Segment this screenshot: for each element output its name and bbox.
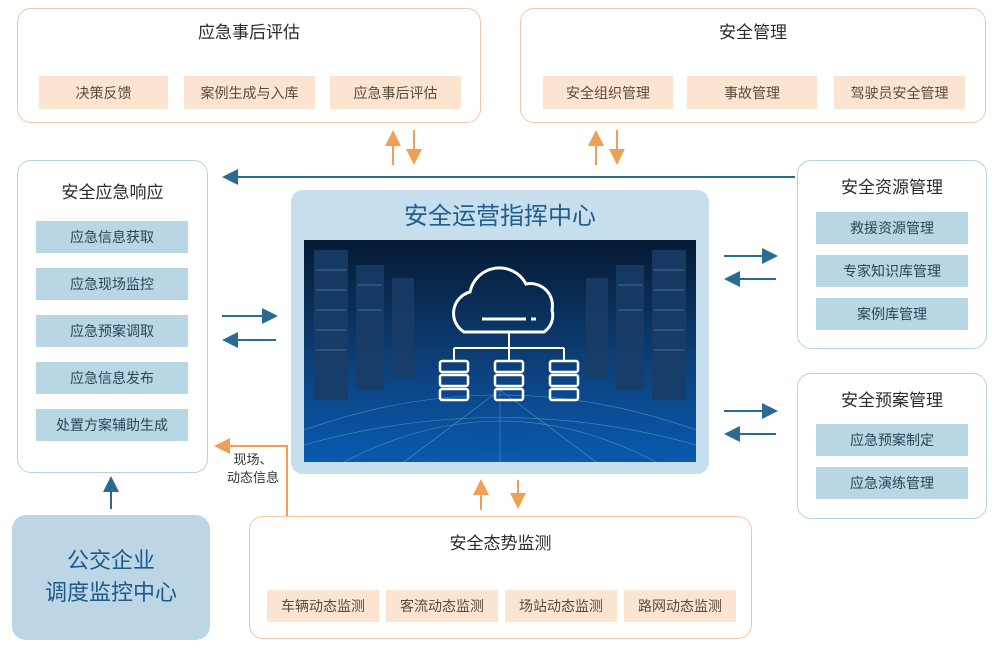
node-plan-formulation: 应急预案制定 bbox=[816, 424, 968, 456]
bus-dispatch-center: 公交企业 调度监控中心 bbox=[12, 515, 210, 640]
datacenter-cloud-image bbox=[304, 240, 696, 462]
node-info-acquisition: 应急信息获取 bbox=[36, 221, 188, 253]
panel-title: 安全资源管理 bbox=[841, 178, 943, 198]
center-title: 安全运营指挥中心 bbox=[404, 202, 596, 230]
flow-label-line2: 动态信息 bbox=[226, 471, 279, 486]
node-accident-management: 事故管理 bbox=[687, 76, 817, 109]
flow-label-line1: 现场、 bbox=[233, 453, 273, 468]
node-decision-feedback: 决策反馈 bbox=[39, 76, 168, 109]
database-icon bbox=[438, 359, 580, 402]
panel-safety-resources: 安全资源管理 救援资源管理 专家知识库管理 案例库管理 bbox=[797, 160, 987, 349]
node-info-release: 应急信息发布 bbox=[36, 362, 188, 394]
panel-title: 应急事后评估 bbox=[198, 23, 300, 43]
panel-title: 安全管理 bbox=[719, 23, 787, 43]
node-case-library: 案例库管理 bbox=[816, 298, 968, 330]
node-case-generation: 案例生成与入库 bbox=[184, 76, 315, 109]
node-site-monitoring: 应急现场监控 bbox=[36, 268, 188, 300]
bus-center-line1: 公交企业 bbox=[66, 548, 155, 574]
node-station-monitoring: 场站动态监测 bbox=[505, 590, 617, 622]
node-safety-org-management: 安全组织管理 bbox=[543, 76, 673, 109]
command-center-panel: 安全运营指挥中心 bbox=[291, 190, 709, 474]
bus-center-line2: 调度监控中心 bbox=[44, 580, 177, 606]
node-plan-retrieval: 应急预案调取 bbox=[36, 315, 188, 347]
node-road-network-monitoring: 路网动态监测 bbox=[624, 590, 736, 622]
node-passenger-monitoring: 客流动态监测 bbox=[386, 590, 498, 622]
panel-emergency-response: 安全应急响应 应急信息获取 应急现场监控 应急预案调取 应急信息发布 处置方案辅… bbox=[17, 160, 208, 473]
node-expert-knowledge-base: 专家知识库管理 bbox=[816, 255, 968, 287]
panel-safety-management: 安全管理 安全组织管理 事故管理 驾驶员安全管理 bbox=[520, 8, 986, 123]
panel-title: 安全预案管理 bbox=[841, 391, 943, 411]
panel-situation-monitoring: 安全态势监测 车辆动态监测 客流动态监测 场站动态监测 路网动态监测 bbox=[249, 516, 752, 639]
node-driver-safety-management: 驾驶员安全管理 bbox=[834, 76, 965, 109]
network-tree-icon bbox=[453, 332, 565, 360]
node-rescue-resources: 救援资源管理 bbox=[816, 212, 968, 244]
panel-post-emergency-evaluation: 应急事后评估 决策反馈 案例生成与入库 应急事后评估 bbox=[17, 8, 481, 123]
node-vehicle-monitoring: 车辆动态监测 bbox=[267, 590, 379, 622]
node-post-evaluation: 应急事后评估 bbox=[330, 76, 461, 109]
node-solution-generation: 处置方案辅助生成 bbox=[36, 409, 188, 441]
flow-label: 现场、 动态信息 bbox=[222, 452, 284, 488]
panel-title: 安全态势监测 bbox=[449, 534, 552, 554]
cloud-icon bbox=[452, 266, 555, 334]
node-drill-management: 应急演练管理 bbox=[816, 467, 968, 499]
panel-title: 安全应急响应 bbox=[61, 183, 164, 203]
panel-safety-plans: 安全预案管理 应急预案制定 应急演练管理 bbox=[797, 373, 987, 519]
